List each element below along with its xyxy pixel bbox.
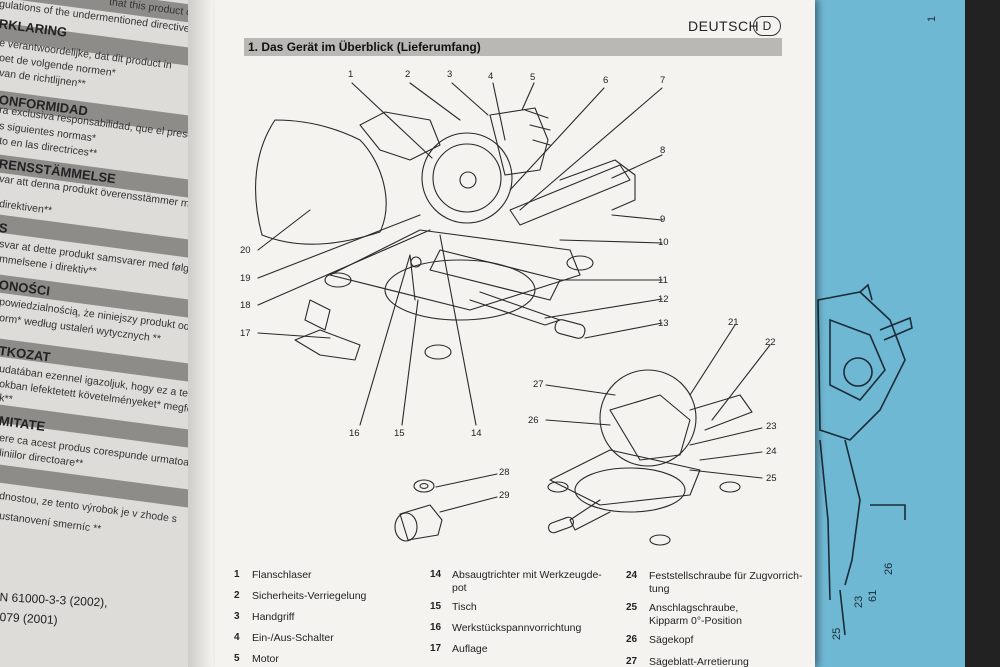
part-number: 3 (234, 611, 240, 622)
part-name: Tisch (452, 601, 477, 613)
callout-2: 2 (405, 69, 411, 80)
part-number: 27 (626, 656, 638, 667)
handle (359, 111, 441, 161)
part-name: Handgriff (252, 611, 295, 623)
part-name: Motor (252, 653, 279, 665)
callout-9: 9 (660, 214, 666, 225)
section-title: 1. Das Gerät im Überblick (Lieferumfang) (248, 40, 481, 54)
callout-18: 18 (240, 300, 251, 311)
blue-label-25: 25 (831, 628, 843, 640)
blue-label-23: 23 (853, 596, 865, 608)
part-number: 26 (626, 634, 638, 645)
callout-12: 12 (658, 294, 669, 305)
language-label: DEUTSCH (688, 18, 760, 34)
part-number: 14 (430, 569, 442, 580)
callout-29: 29 (499, 490, 510, 501)
dust-bag (255, 119, 387, 245)
fence (429, 249, 561, 301)
part-name: Sägeblatt-Arretierung (649, 656, 749, 667)
callout-14: 14 (471, 428, 482, 439)
callout-16: 16 (349, 428, 360, 439)
callout-10: 10 (658, 237, 669, 248)
callout-5: 5 (530, 72, 536, 83)
callout-1: 1 (348, 69, 354, 80)
front-handle-knob (554, 319, 586, 339)
section-title-bar (244, 38, 782, 56)
part-name: Auflage (452, 643, 488, 655)
blue-label-1: 1 (926, 16, 938, 22)
callout-19: 19 (240, 273, 251, 284)
dark-background-edge (965, 0, 1000, 667)
callout-20: 20 (240, 245, 251, 256)
part-number: 24 (626, 570, 638, 581)
part-number: 1 (234, 569, 240, 580)
part-number: 25 (626, 602, 638, 613)
callout-4: 4 (488, 71, 494, 82)
callout-3: 3 (447, 69, 453, 80)
part-number: 5 (234, 653, 240, 664)
part-name: Anschlagschraube, (649, 602, 739, 614)
dust-adapter (399, 504, 443, 541)
saw-base (329, 229, 581, 311)
callout-28: 28 (499, 467, 510, 478)
callout-26: 26 (528, 415, 539, 426)
part-number: 4 (234, 632, 240, 643)
callout-6: 6 (603, 75, 609, 86)
front-arm (469, 291, 561, 326)
part-number: 15 (430, 601, 442, 612)
part-name-cont: tung (649, 583, 670, 595)
callout-23: 23 (766, 421, 777, 432)
callout-21: 21 (728, 317, 739, 328)
blade-flange (459, 171, 477, 189)
callout-27: 27 (533, 379, 544, 390)
blue-label-26: 26 (883, 563, 895, 575)
part-name: Absaugtrichter mit Werkzeugde- (452, 569, 602, 581)
saw-blade-guard (421, 132, 513, 224)
part-name: Ein-/Aus-Schalter (252, 632, 334, 644)
support-extension (294, 329, 361, 361)
motor (489, 107, 549, 176)
part-name: Werkstückspannvorrichtung (452, 622, 582, 634)
part-number: 17 (430, 643, 442, 654)
part-name: Flanschlaser (252, 569, 312, 581)
callout-24: 24 (766, 446, 777, 457)
part-name-cont: Kipparm 0°-Position (649, 615, 742, 627)
small-view-blade (599, 369, 697, 467)
part-number: 16 (430, 622, 442, 633)
part-name: Feststellschraube für Zugvorrich- (649, 570, 803, 582)
callout-22: 22 (765, 337, 776, 348)
callout-15: 15 (394, 428, 405, 439)
part-name-cont: pot (452, 582, 467, 594)
turntable (384, 259, 536, 321)
callout-13: 13 (658, 318, 669, 329)
washer (413, 479, 435, 493)
small-view-base (549, 449, 701, 506)
part-name: Sicherheits-Verriegelung (252, 590, 367, 602)
language-code-badge: D (753, 16, 781, 36)
part-name: Sägekopf (649, 634, 694, 646)
callout-7: 7 (660, 75, 666, 86)
blue-label-61: 61 (867, 590, 879, 602)
callout-17: 17 (240, 328, 251, 339)
callout-11: 11 (658, 275, 668, 286)
part-number: 2 (234, 590, 240, 601)
slide-rails (509, 164, 631, 226)
callout-25: 25 (766, 473, 777, 484)
callout-8: 8 (660, 145, 666, 156)
